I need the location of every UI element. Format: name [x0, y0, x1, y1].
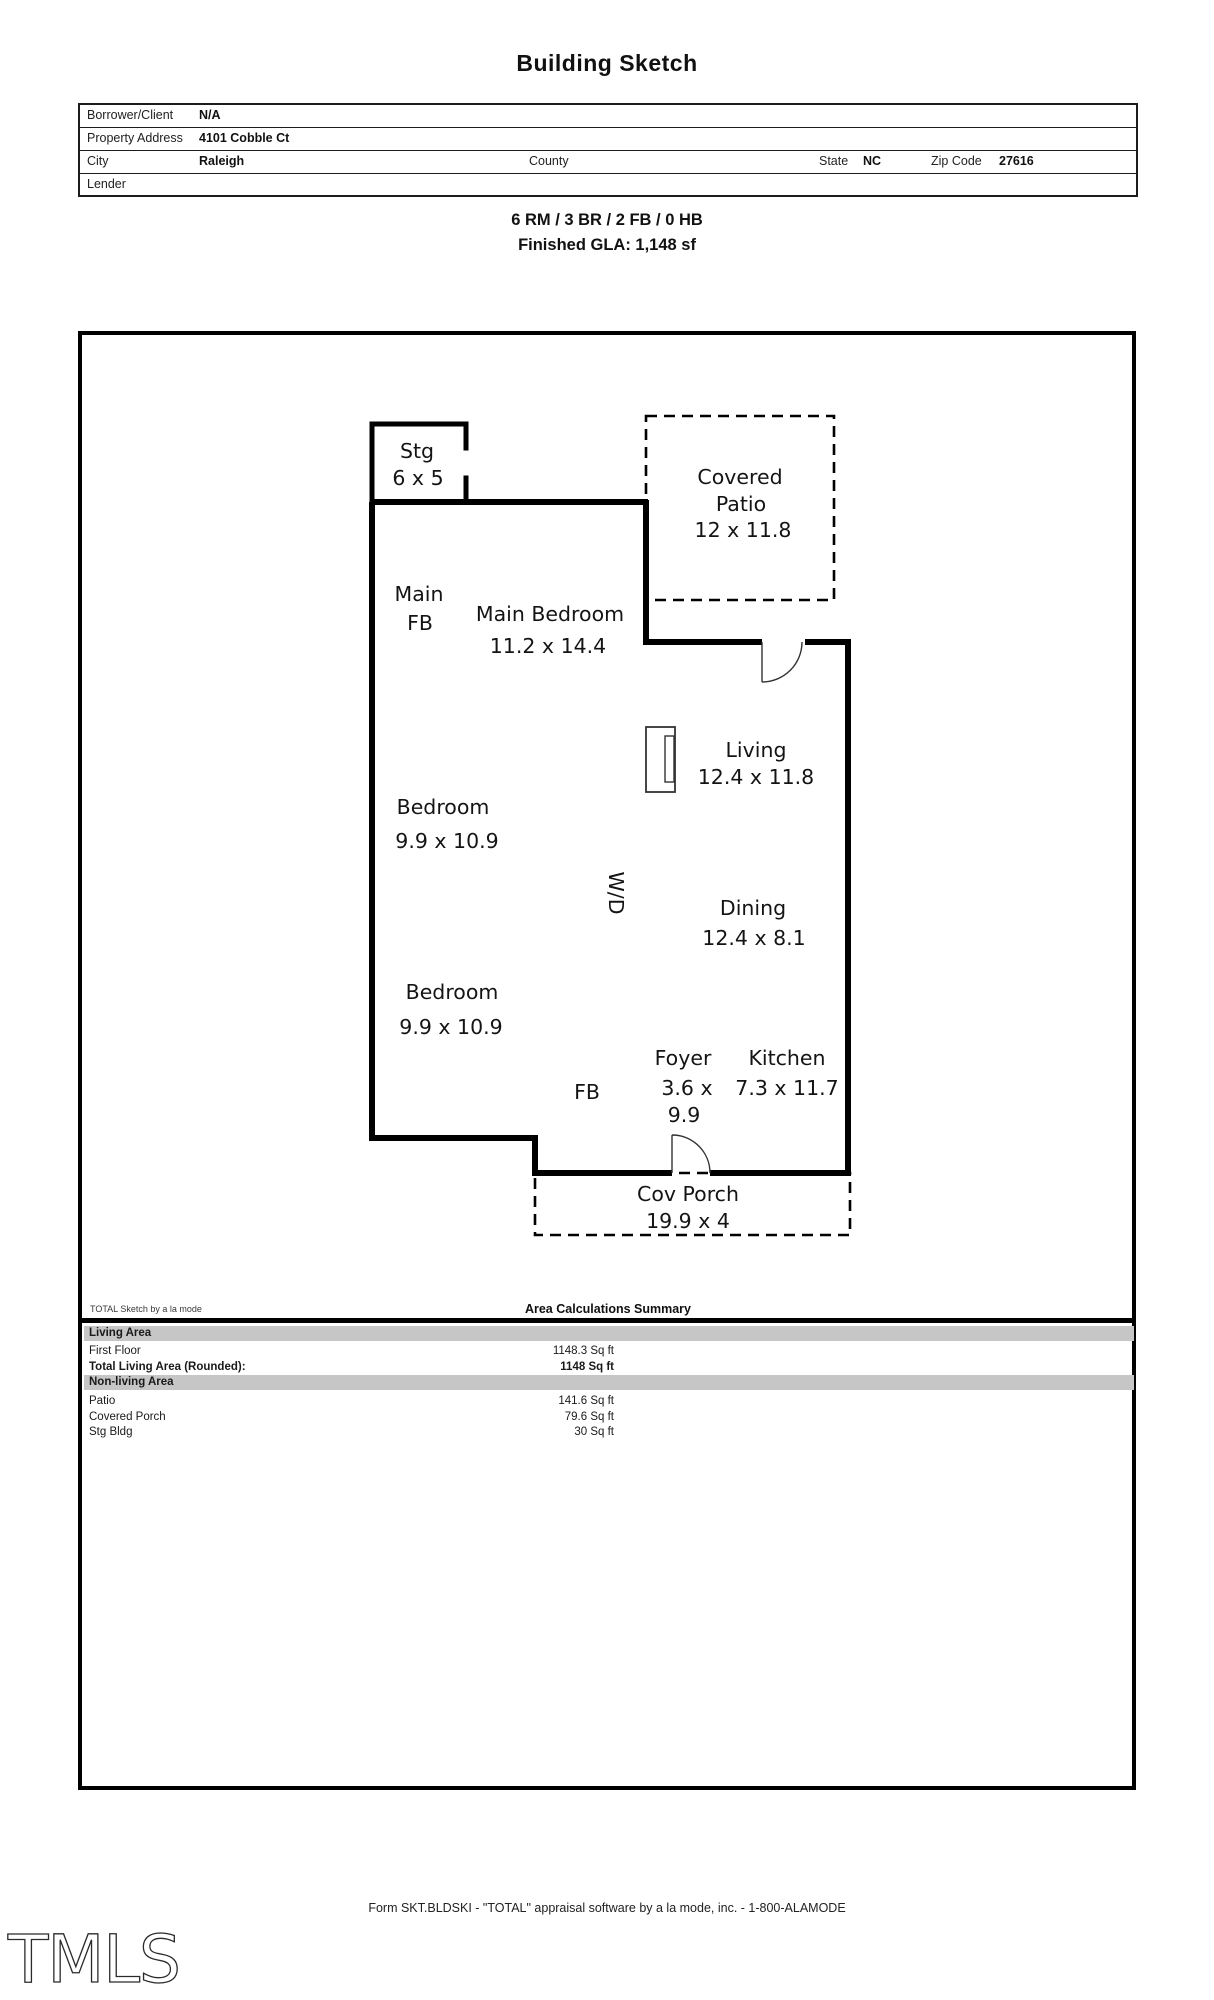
row-covered-porch: Covered Porch 79.6 Sq ft — [84, 1410, 1134, 1426]
room-label-main-fb1: Main — [395, 582, 444, 606]
room-label-living: Living — [726, 738, 787, 762]
sketch-border-box — [78, 331, 1136, 1790]
zip-value: 27616 — [999, 154, 1034, 168]
living-area-header: Living Area — [84, 1326, 1134, 1341]
house-step-wall — [370, 1135, 538, 1176]
room-label-covered: Covered — [697, 465, 782, 489]
city-value: Raleigh — [199, 154, 245, 168]
table-row-city: City Raleigh County State NC Zip Code 27… — [80, 151, 1136, 174]
room-label-patio: Patio — [716, 492, 766, 516]
borrower-value: N/A — [199, 108, 221, 122]
fireplace-inner — [664, 735, 675, 783]
row-stg-bldg: Stg Bldg 30 Sq ft — [84, 1425, 1134, 1441]
state-value: NC — [863, 154, 882, 168]
address-label: Property Address — [87, 131, 183, 145]
zip-label: Zip Code — [931, 154, 982, 168]
first-floor-label: First Floor — [89, 1345, 141, 1357]
room-dims-foyer2: 9.9 — [668, 1103, 701, 1127]
wd-label: W/D — [604, 872, 628, 915]
form-footer-text: Form SKT.BLDSKI - "TOTAL" appraisal soft… — [368, 1901, 846, 1915]
gla-line: Finished GLA: 1,148 sf — [518, 236, 696, 254]
room-dims-cov-porch: 19.9 x 4 — [646, 1209, 730, 1233]
room-label-main-bedroom: Main Bedroom — [476, 602, 624, 626]
room-label-cov-porch: Cov Porch — [637, 1182, 739, 1206]
room-label-kitchen: Kitchen — [748, 1046, 825, 1070]
room-count-line: 6 RM / 3 BR / 2 FB / 0 HB — [511, 211, 703, 229]
covered-porch-value: 79.6 Sq ft — [564, 1410, 614, 1423]
area-calc-summary-title: Area Calculations Summary — [524, 1302, 692, 1316]
row-total-living: Total Living Area (Rounded): 1148 Sq ft — [84, 1360, 1134, 1376]
total-sketch-watermark: TOTAL Sketch by a la mode — [90, 1304, 202, 1314]
room-dims-foyer1: 3.6 x — [661, 1076, 712, 1100]
row-first-floor: First Floor 1148.3 Sq ft — [84, 1344, 1134, 1360]
stg-bldg-label: Stg Bldg — [89, 1426, 133, 1438]
room-label-stg: Stg — [400, 439, 434, 463]
cov-porch-outline — [533, 1171, 852, 1237]
room-label-foyer: Foyer — [655, 1046, 712, 1070]
room-dims-bedroom2: 9.9 x 10.9 — [399, 1015, 502, 1039]
table-row-borrower: Borrower/Client N/A — [80, 105, 1136, 128]
table-row-lender: Lender — [80, 174, 1136, 196]
total-living-label: Total Living Area (Rounded): — [89, 1360, 246, 1373]
summary-divider-rule — [80, 1318, 1136, 1323]
patio-door — [761, 641, 803, 683]
stg-bldg-value: 30 Sq ft — [574, 1426, 614, 1438]
page-title: Building Sketch — [516, 50, 698, 76]
tmls-logo-text: TMLS — [7, 1921, 180, 1998]
room-dims-main-bedroom: 11.2 x 14.4 — [490, 634, 606, 658]
county-label: County — [529, 154, 569, 168]
room-dims-patio: 12 x 11.8 — [695, 518, 792, 542]
patio-value: 141.6 Sq ft — [558, 1395, 614, 1407]
city-label: City — [87, 154, 109, 168]
row-patio: Patio 141.6 Sq ft — [84, 1394, 1134, 1410]
address-value: 4101 Cobble Ct — [199, 131, 290, 145]
room-dims-stg: 6 x 5 — [392, 466, 443, 490]
property-info-table: Borrower/Client N/A Property Address 410… — [78, 103, 1138, 197]
room-dims-dining: 12.4 x 8.1 — [702, 926, 805, 950]
table-row-address: Property Address 4101 Cobble Ct — [80, 128, 1136, 151]
room-dims-living: 12.4 x 11.8 — [698, 765, 814, 789]
patio-label: Patio — [89, 1395, 116, 1407]
room-label-main-fb2: FB — [407, 611, 433, 635]
room-label-dining: Dining — [720, 896, 786, 920]
covered-porch-label: Covered Porch — [89, 1410, 166, 1423]
front-door — [671, 1134, 711, 1174]
state-label: State — [819, 154, 849, 168]
borrower-label: Borrower/Client — [87, 108, 174, 122]
room-dims-bedroom1: 9.9 x 10.9 — [395, 829, 498, 853]
fb-label: FB — [574, 1080, 600, 1104]
lender-label: Lender — [87, 177, 126, 191]
stg-walls — [369, 421, 469, 508]
room-label-bedroom1: Bedroom — [397, 795, 490, 819]
nonliving-area-header: Non-living Area — [84, 1375, 1134, 1390]
first-floor-value: 1148.3 Sq ft — [552, 1345, 614, 1357]
area-calc-table: Living Area First Floor 1148.3 Sq ft Tot… — [84, 1326, 1134, 1441]
tmls-logo: TMLS — [6, 1920, 181, 1998]
room-label-bedroom2: Bedroom — [406, 980, 499, 1004]
total-living-value: 1148 Sq ft — [560, 1360, 614, 1373]
room-dims-kitchen: 7.3 x 11.7 — [735, 1076, 838, 1100]
